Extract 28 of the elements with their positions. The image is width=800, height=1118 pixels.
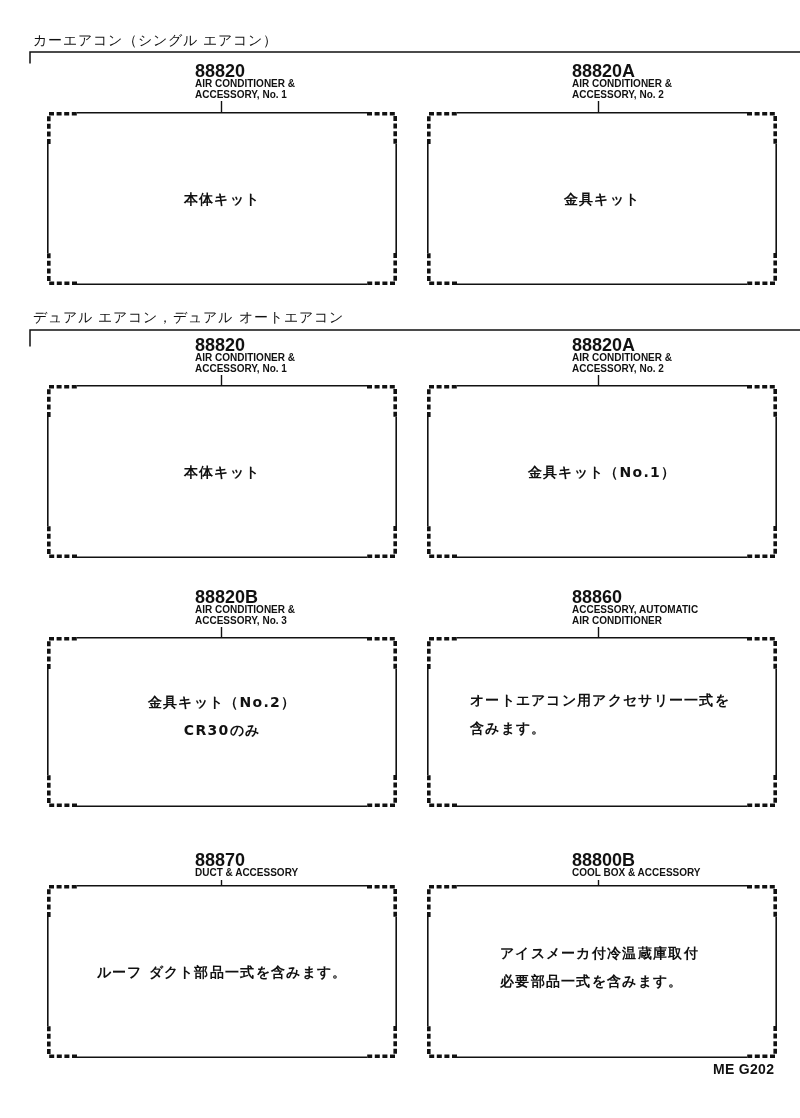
part-name: AIR CONDITIONER & ACCESSORY, No. 2: [572, 79, 673, 100]
part-number: 88820A: [572, 337, 636, 353]
kit-description: CR30のみ: [183, 721, 261, 740]
kit-description: オートエアコン用アクセサリー一式を含みます。: [470, 691, 732, 738]
kit-description: 金具キット（No.2）: [147, 693, 297, 712]
part-number: 88870: [195, 852, 246, 868]
part-name: DUCT & ACCESSORY: [195, 868, 299, 879]
part-number: 88820: [195, 337, 246, 353]
part-name: COOL BOX & ACCESSORY: [572, 868, 701, 879]
part-name: AIR CONDITIONER & ACCESSORY, No. 3: [195, 605, 296, 626]
kit-description: 金具キット（No.1）: [527, 462, 677, 482]
part-number: 88820: [195, 63, 246, 79]
part-number: 88820A: [572, 63, 636, 79]
part-number: 88800B: [572, 852, 636, 868]
section-heading: カーエアコン（シングル エアコン）: [33, 32, 279, 48]
part-name: AIR CONDITIONER & ACCESSORY, No. 2: [572, 353, 673, 374]
part-name: AIR CONDITIONER & ACCESSORY, No. 1: [195, 79, 296, 100]
kit-description: アイスメーカ付冷温蔵庫取付必要部品一式を含みます。: [500, 944, 700, 991]
figure-code: ME G202: [713, 1062, 775, 1077]
part-number: 88860: [572, 589, 623, 605]
kit-description: ルーフ ダクト部品一式を含みます。: [96, 962, 348, 982]
kit-description: 本体キット: [183, 189, 261, 209]
part-name: AIR CONDITIONER & ACCESSORY, No. 1: [195, 353, 296, 374]
kit-description: 本体キット: [183, 462, 261, 482]
kit-description: 金具キット: [563, 189, 641, 209]
section-heading: デュアル エアコン，デュアル オートエアコン: [33, 309, 344, 325]
part-number: 88820B: [195, 589, 259, 605]
part-name: ACCESSORY, AUTOMATIC AIR CONDITIONER: [572, 605, 700, 626]
